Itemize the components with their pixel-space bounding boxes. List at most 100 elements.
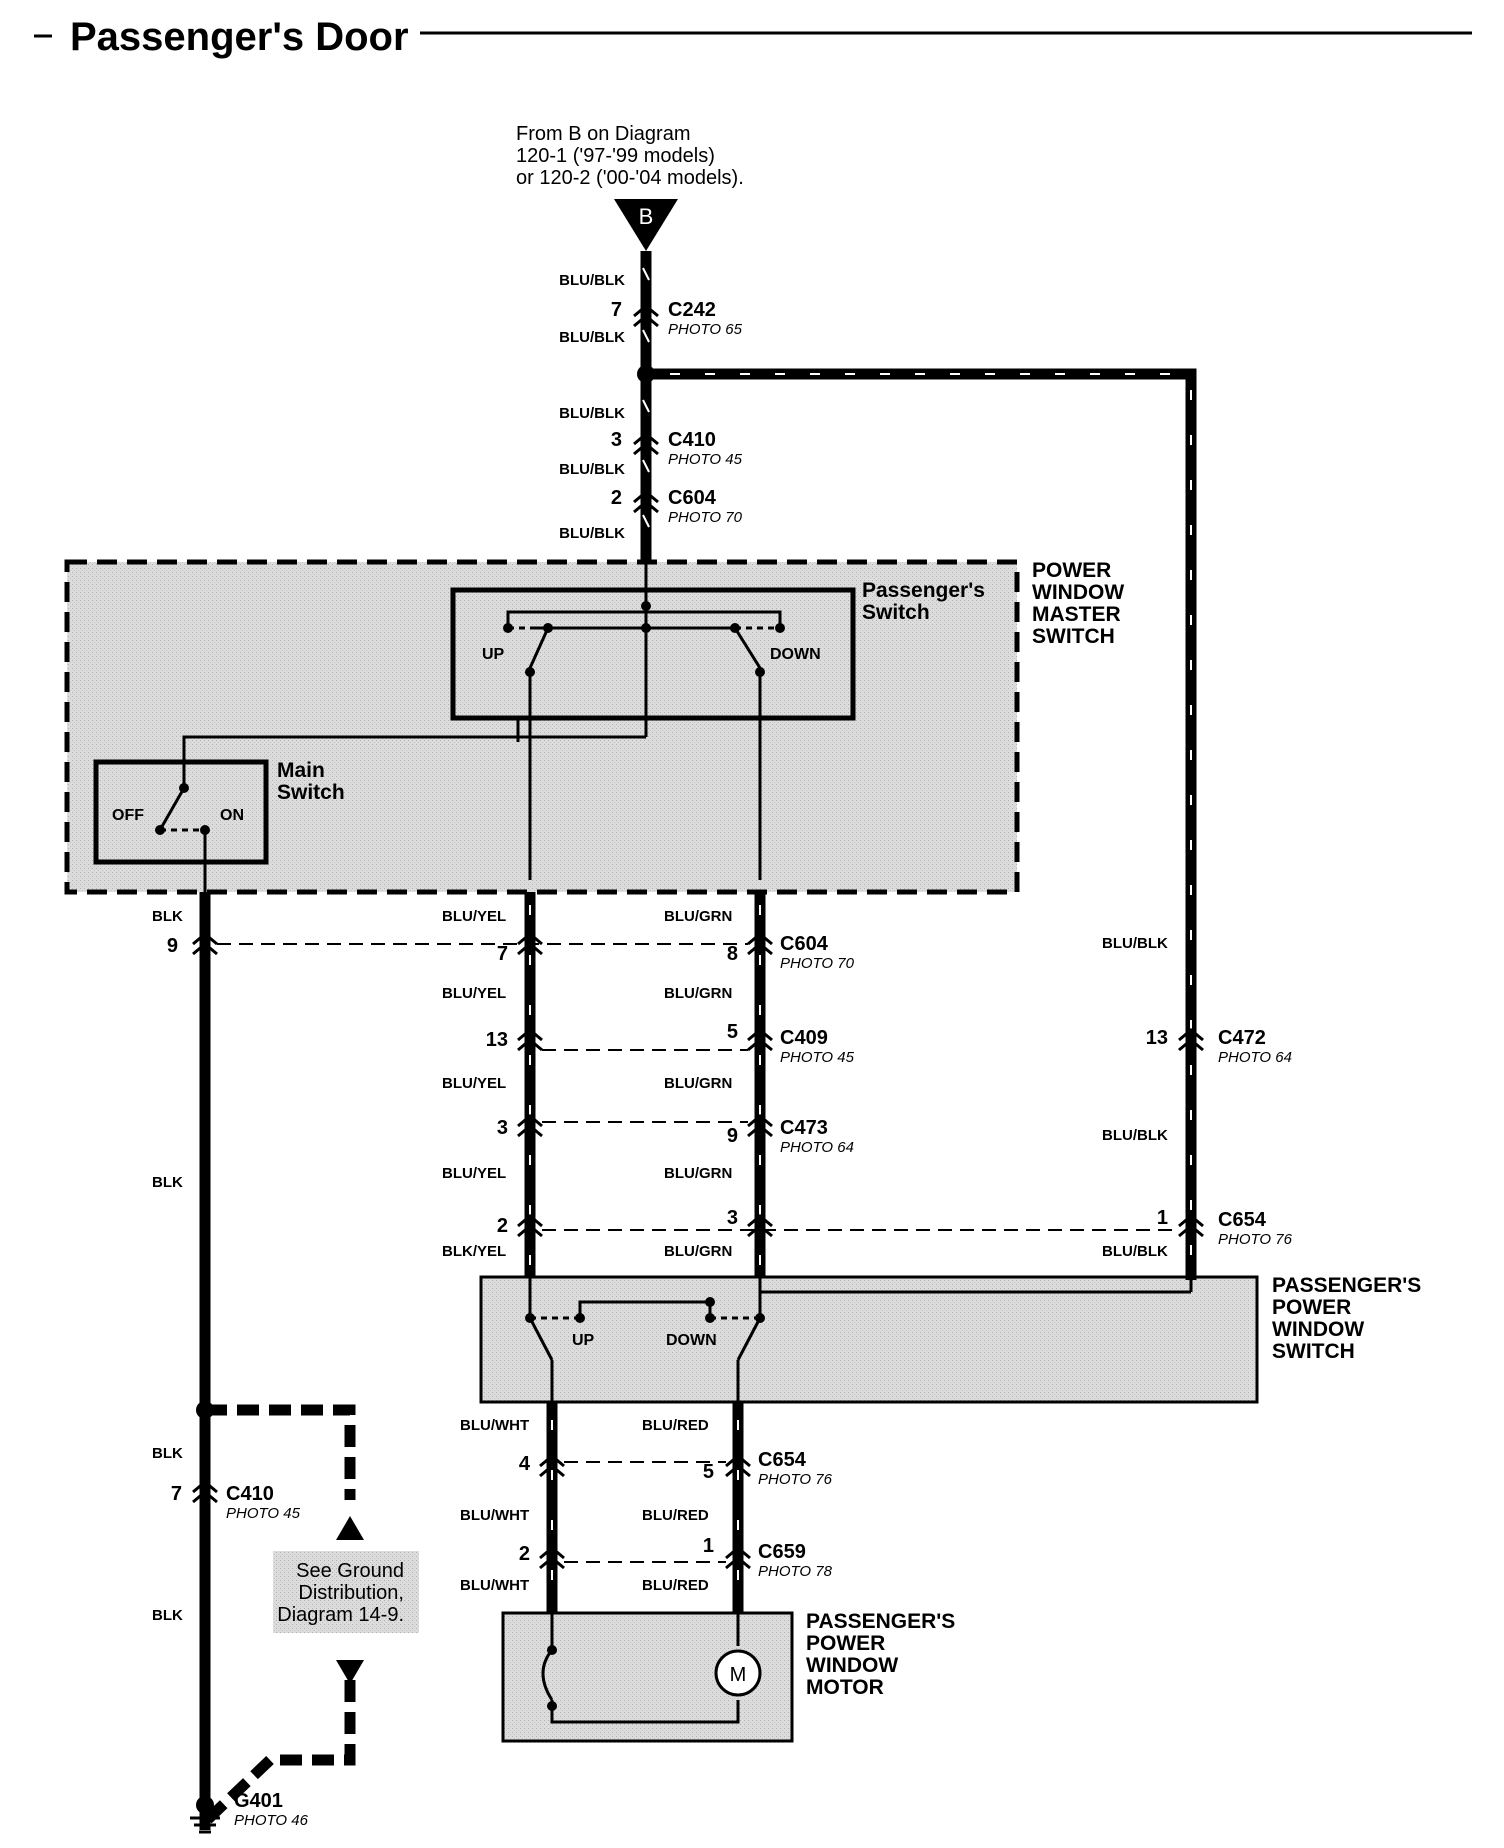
- ground-note-line-1: See Ground: [296, 1560, 404, 1582]
- c242-photo: PHOTO 65: [668, 321, 743, 338]
- pin-c410-top: 3: [611, 429, 622, 451]
- passengers-switch-dots: [503, 601, 785, 677]
- c654-low-label: C654: [758, 1449, 807, 1471]
- main-switch-box: [93, 759, 269, 865]
- pass-window-switch-down: DOWN: [666, 1332, 717, 1349]
- c654-low-photo: PHOTO 76: [758, 1471, 833, 1488]
- motor-letter: M: [730, 1664, 747, 1686]
- pass-window-motor-label-1: PASSENGER'S: [806, 1610, 955, 1633]
- c409-label: C409: [780, 1027, 828, 1049]
- pass-window-motor-label-4: MOTOR: [806, 1676, 884, 1699]
- pass-window-switch-label-1: PASSENGER'S: [1272, 1274, 1421, 1297]
- g401-photo: PHOTO 46: [234, 1812, 309, 1829]
- passengers-switch-label-1: Passenger's: [862, 579, 985, 602]
- pin-c473-3: 3: [497, 1117, 508, 1139]
- ground-note-line-2: Distribution,: [298, 1582, 404, 1604]
- pin-c604-top: 2: [611, 487, 622, 509]
- source-tag: B: [639, 204, 654, 229]
- main-switch-label-2: Switch: [277, 781, 345, 804]
- connector-c410-top: [633, 432, 659, 456]
- passengers-switch-down: DOWN: [770, 646, 821, 663]
- c654-photo: PHOTO 76: [1218, 1231, 1293, 1248]
- passengers-power-window-switch-box: [479, 1275, 1259, 1404]
- title-text: Passenger's Door: [70, 15, 409, 59]
- c659-photo: PHOTO 78: [758, 1563, 833, 1580]
- pin-c604-8: 8: [727, 943, 738, 965]
- ground-arrow-up: [336, 1516, 364, 1540]
- pin-c604-7: 7: [497, 943, 508, 965]
- c604-top-photo: PHOTO 70: [668, 509, 743, 526]
- c410-low-label: C410: [226, 1483, 274, 1505]
- source-note-line-1: From B on Diagram: [516, 123, 691, 145]
- connector-c604-top: [633, 490, 659, 514]
- source-note-line-2: 120-1 ('97-'99 models): [516, 145, 715, 167]
- connector-dash-lines: [217, 943, 1179, 1231]
- wire-label-blu-yel-4: BLU/YEL: [442, 1165, 506, 1182]
- wire-label-blu-blk-right-1: BLU/BLK: [1102, 935, 1168, 952]
- wire-label-blu-red-3: BLU/RED: [642, 1577, 709, 1594]
- c472-label: C472: [1218, 1027, 1266, 1049]
- pin-c654-3: 3: [727, 1207, 738, 1229]
- ground-branch-wire: [201, 1404, 356, 1826]
- passengers-switch-up: UP: [482, 646, 505, 663]
- wire-label-blu-wht-2: BLU/WHT: [460, 1507, 529, 1524]
- ground-symbol-icon: [190, 1796, 220, 1834]
- c604-top-label: C604: [668, 487, 717, 509]
- source-tag-triangle: B: [614, 199, 678, 251]
- c410-top-photo: PHOTO 45: [668, 451, 743, 468]
- c242-label: C242: [668, 299, 716, 321]
- c472-photo: PHOTO 64: [1218, 1049, 1292, 1066]
- wire-label-blu-grn-3: BLU/GRN: [664, 1075, 732, 1092]
- main-switch-off: OFF: [112, 807, 144, 824]
- wire-label-blu-grn-1: BLU/GRN: [664, 908, 732, 925]
- pin-c659-1: 1: [703, 1535, 714, 1557]
- wire-label-blu-grn-5: BLU/GRN: [664, 1243, 732, 1260]
- pin-c409-5: 5: [727, 1021, 738, 1043]
- wire-label-blk-yel: BLK/YEL: [442, 1243, 506, 1260]
- page-title: Passenger's Door: [34, 15, 1472, 59]
- main-switch-contacts: [158, 787, 207, 892]
- connector-c242: [633, 304, 659, 328]
- main-switch-label-1: Main: [277, 759, 325, 782]
- pass-window-motor-label-2: POWER: [806, 1632, 885, 1655]
- motor-dash-lines: [564, 1461, 726, 1563]
- motor-connectors: [539, 1454, 751, 1570]
- master-switch-label-1: POWER: [1032, 559, 1111, 582]
- pass-window-motor-label-3: WINDOW: [806, 1654, 898, 1677]
- c409-photo: PHOTO 45: [780, 1049, 855, 1066]
- source-note-line-3: or 120-2 ('00-'04 models).: [516, 167, 744, 189]
- pass-window-switch-label-3: WINDOW: [1272, 1318, 1364, 1341]
- wire-label-c242-top: BLU/BLK: [559, 272, 625, 289]
- pin-c654-1: 1: [1157, 1207, 1168, 1229]
- g401-label: G401: [234, 1790, 283, 1812]
- motor-dots: [547, 1645, 557, 1711]
- pin-c410-low: 7: [171, 1483, 182, 1505]
- motor-symbol: [714, 1649, 762, 1697]
- wire-label-blu-red-2: BLU/RED: [642, 1507, 709, 1524]
- wire-label-blk-2: BLK: [152, 1174, 183, 1191]
- wire-label-c410-top: BLU/BLK: [559, 405, 625, 422]
- ground-note-shade: [273, 1551, 419, 1633]
- c654-label: C654: [1218, 1209, 1267, 1231]
- source-note: From B on Diagram 120-1 ('97-'99 models)…: [516, 123, 744, 189]
- wire-label-c410-bottom: BLU/BLK: [559, 461, 625, 478]
- main-switch-on: ON: [220, 807, 244, 824]
- c473-photo: PHOTO 64: [780, 1139, 854, 1156]
- wire-label-blu-yel-2: BLU/YEL: [442, 985, 506, 1002]
- wire-label-c242-bottom: BLU/BLK: [559, 329, 625, 346]
- wire-label-blu-wht-1: BLU/WHT: [460, 1417, 529, 1434]
- wire-label-blk-4: BLK: [152, 1607, 183, 1624]
- c604-photo: PHOTO 70: [780, 955, 855, 972]
- wire-label-blu-grn-4: BLU/GRN: [664, 1165, 732, 1182]
- wire-label-blu-yel-3: BLU/YEL: [442, 1075, 506, 1092]
- wire-label-c604-bottom: BLU/BLK: [559, 525, 625, 542]
- master-switch-label-4: SWITCH: [1032, 625, 1115, 648]
- pin-c409-13: 13: [486, 1029, 508, 1051]
- wire-label-blu-wht-3: BLU/WHT: [460, 1577, 529, 1594]
- right-branch-wire-blu-blk: [646, 368, 1197, 1280]
- wire-label-blu-red-1: BLU/RED: [642, 1417, 709, 1434]
- lower-connectors: [192, 932, 1204, 1238]
- pin-c472-13: 13: [1146, 1027, 1168, 1049]
- connector-c410-low: [192, 1480, 218, 1504]
